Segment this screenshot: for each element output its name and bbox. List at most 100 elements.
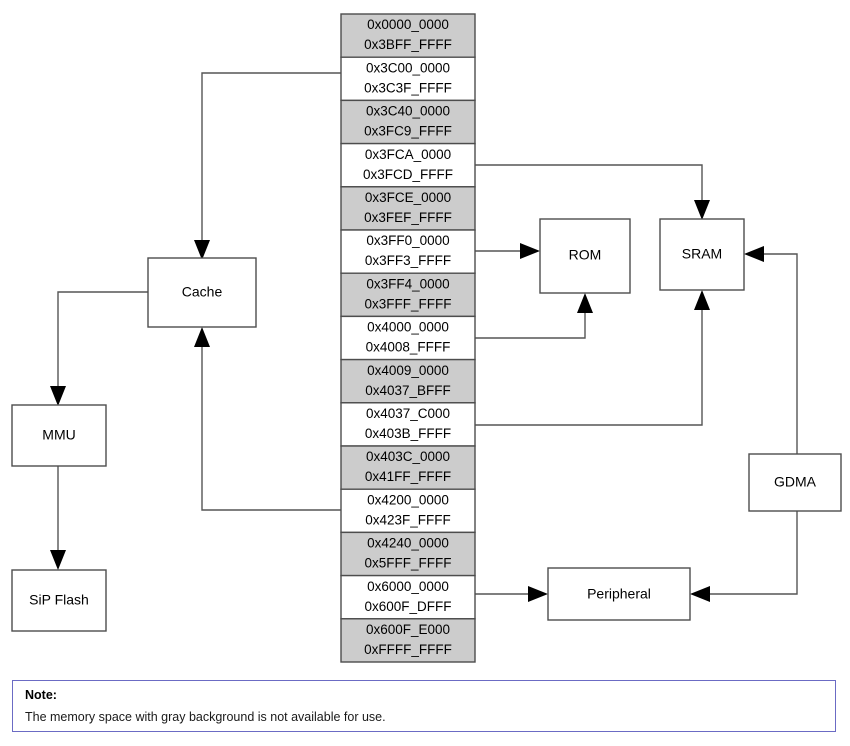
gdma-box[interactable]: [748, 453, 842, 512]
connector-gdma-to-sram: [758, 253, 798, 454]
address-row-available[interactable]: [340, 402, 476, 447]
mmu-box[interactable]: [11, 404, 107, 467]
cache-label: Cache: [182, 284, 223, 300]
address-row-available[interactable]: [340, 229, 476, 274]
address-end: 0xFFFF_FFFF: [364, 642, 452, 657]
connector-layer: [50, 72, 798, 602]
address-end: 0x3FCD_FFFF: [363, 167, 453, 182]
block-rom[interactable]: ROM: [539, 218, 631, 294]
sip-flash-box[interactable]: [11, 569, 107, 632]
address-end: 0x3FF3_FFFF: [365, 253, 451, 268]
address-range-row[interactable]: 0x600F_E000 0xFFFF_FFFF: [340, 618, 476, 663]
connector-0x3C000000-to-cache: [201, 72, 341, 247]
address-end: 0x4008_FFFF: [366, 340, 451, 355]
address-start: 0x0000_0000: [367, 17, 449, 32]
address-start: 0x600F_E000: [366, 622, 450, 637]
address-end: 0x403B_FFFF: [365, 426, 451, 441]
address-row-available[interactable]: [340, 574, 476, 620]
address-start: 0x4037_C000: [366, 406, 450, 421]
address-end: 0x5FFF_FFFF: [365, 556, 452, 571]
connector-0x42000000-to-cache: [201, 340, 341, 511]
gdma-label: GDMA: [774, 474, 817, 490]
address-start: 0x403C_0000: [366, 449, 450, 464]
address-row-reserved[interactable]: [340, 618, 476, 663]
address-row-reserved[interactable]: [340, 99, 476, 145]
peripheral-box[interactable]: [547, 567, 691, 621]
arrowhead-sram-right: [744, 246, 764, 262]
address-range-row[interactable]: 0x403C_0000 0x41FF_FFFF: [340, 445, 476, 490]
arrowhead-rom-left: [520, 243, 540, 259]
arrowhead-mmu-top: [50, 386, 66, 406]
connector-0x4037C000-to-sram-bottom: [475, 303, 703, 426]
arrowhead-peripheral-right: [690, 586, 710, 602]
address-start: 0x3FCA_0000: [365, 147, 451, 162]
block-mmu[interactable]: MMU: [11, 404, 107, 467]
block-sram[interactable]: SRAM: [659, 218, 745, 291]
address-start: 0x4240_0000: [367, 536, 449, 551]
arrowhead-sipflash-top: [50, 550, 66, 570]
arrowhead-peripheral-left: [528, 586, 548, 602]
memory-address-column: 0x0000_00000x3BFF_FFFF0x3C00_00000x3C3F_…: [340, 13, 476, 663]
note-title: Note:: [25, 688, 57, 702]
unit-block-layer: Cache MMU SiP Flash ROM SRAM GDMA: [11, 218, 842, 632]
address-end: 0x41FF_FFFF: [365, 469, 451, 484]
address-end: 0x3FC9_FFFF: [364, 124, 452, 139]
address-start: 0x3FF4_0000: [366, 276, 449, 291]
address-range-row[interactable]: 0x3FCA_0000 0x3FCD_FFFF: [340, 142, 476, 188]
address-row-reserved[interactable]: [340, 531, 476, 577]
sram-box[interactable]: [659, 218, 745, 291]
address-range-row[interactable]: 0x4200_0000 0x423F_FFFF: [340, 488, 476, 534]
address-start: 0x3FCE_0000: [365, 190, 451, 205]
block-peripheral[interactable]: Peripheral: [547, 567, 691, 621]
address-start: 0x3C40_0000: [366, 104, 450, 119]
arrowhead-rom-bottom: [577, 293, 593, 313]
address-start: 0x4009_0000: [367, 363, 449, 378]
address-row-reserved[interactable]: [340, 445, 476, 490]
arrowhead-sram-bottom: [694, 290, 710, 310]
address-range-row[interactable]: 0x6000_0000 0x600F_DFFF: [340, 574, 476, 620]
address-start: 0x4200_0000: [367, 492, 449, 507]
peripheral-label: Peripheral: [587, 586, 651, 602]
address-range-row[interactable]: 0x4000_0000 0x4008_FFFF: [340, 315, 476, 361]
address-row-available[interactable]: [340, 142, 476, 188]
address-row-reserved[interactable]: [340, 186, 476, 231]
sip-flash-label: SiP Flash: [29, 592, 89, 608]
address-range-row[interactable]: 0x3FF0_0000 0x3FF3_FFFF: [340, 229, 476, 274]
address-start: 0x3FF0_0000: [366, 233, 449, 248]
address-range-row[interactable]: 0x3C40_0000 0x3FC9_FFFF: [340, 99, 476, 145]
cache-box[interactable]: [147, 257, 257, 328]
address-range-row[interactable]: 0x4240_0000 0x5FFF_FFFF: [340, 531, 476, 577]
block-cache[interactable]: Cache: [147, 257, 257, 328]
address-end: 0x3FEF_FFFF: [364, 210, 452, 225]
mmu-label: MMU: [42, 427, 75, 443]
block-gdma[interactable]: GDMA: [748, 453, 842, 512]
sram-label: SRAM: [682, 246, 722, 262]
arrowhead-cache-top: [194, 240, 210, 260]
address-end: 0x423F_FFFF: [365, 512, 451, 527]
address-end: 0x3C3F_FFFF: [364, 80, 452, 95]
connector-0x3FCA0000-to-sram: [475, 164, 703, 208]
block-sip-flash[interactable]: SiP Flash: [11, 569, 107, 632]
address-start: 0x4000_0000: [367, 320, 449, 335]
address-start: 0x6000_0000: [367, 579, 449, 594]
address-range-row[interactable]: 0x3FCE_0000 0x3FEF_FFFF: [340, 186, 476, 231]
arrowhead-cache-bottom: [194, 327, 210, 347]
address-range-row[interactable]: 0x4037_C000 0x403B_FFFF: [340, 402, 476, 447]
connector-cache-to-mmu: [57, 291, 148, 394]
address-range-row[interactable]: 0x3FF4_0000 0x3FFF_FFFF: [340, 272, 476, 318]
note-box: Note: The memory space with gray backgro…: [12, 680, 836, 732]
rom-label: ROM: [569, 247, 602, 263]
address-row-reserved[interactable]: [340, 358, 476, 404]
address-row-available[interactable]: [340, 315, 476, 361]
rom-box[interactable]: [539, 218, 631, 294]
address-row-available[interactable]: [340, 488, 476, 534]
address-end: 0x600F_DFFF: [364, 599, 451, 614]
connector-gdma-to-peripheral: [704, 511, 798, 595]
note-text: The memory space with gray background is…: [25, 709, 386, 724]
address-end: 0x3FFF_FFFF: [365, 296, 452, 311]
